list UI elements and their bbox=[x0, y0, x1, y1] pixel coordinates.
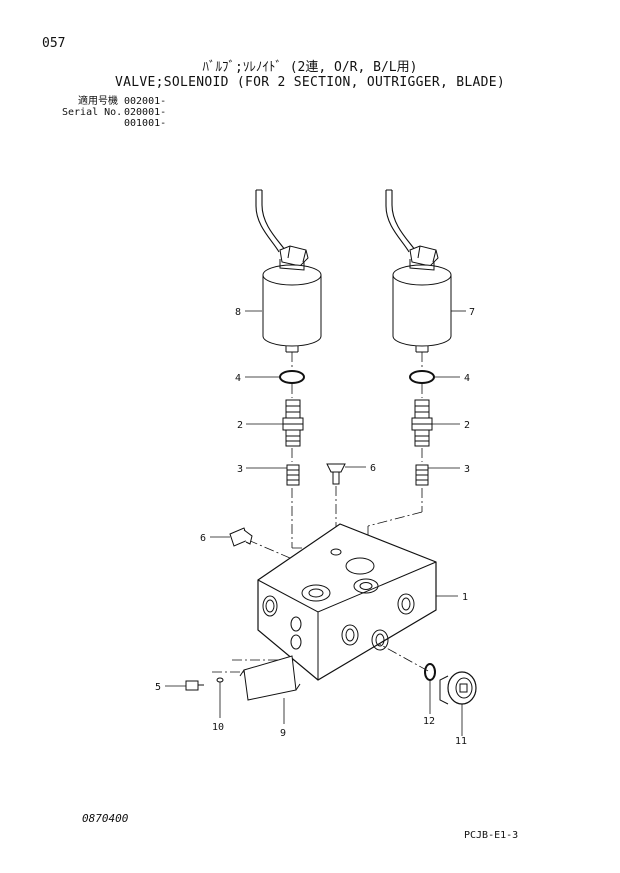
plug-left bbox=[229, 527, 253, 547]
callout-7: 7 bbox=[469, 307, 475, 318]
valve-body bbox=[257, 523, 437, 681]
callout-12: 12 bbox=[423, 716, 435, 727]
page-number: 057 bbox=[42, 36, 66, 51]
callout-4-left: 4 bbox=[235, 373, 241, 384]
drawing-code-right: PCJB-E1-3 bbox=[464, 830, 519, 841]
o-ring-right bbox=[409, 370, 435, 384]
serial-number-2: 020001- bbox=[124, 107, 167, 118]
callout-6-top: 6 bbox=[370, 463, 376, 474]
cartridge-right bbox=[411, 399, 433, 447]
o-ring-left bbox=[279, 370, 305, 384]
bracket bbox=[239, 655, 301, 701]
callout-3-left: 3 bbox=[237, 464, 243, 475]
callout-9: 9 bbox=[280, 728, 286, 739]
serial-block: 適用号機 002001- Serial No.020001- 001001- bbox=[62, 96, 166, 129]
serial-number-1: 002001- bbox=[124, 96, 167, 107]
serial-number-3: 001001- bbox=[124, 118, 167, 129]
drawing-code-left: 0870400 bbox=[82, 812, 129, 825]
callout-5: 5 bbox=[155, 682, 161, 693]
spring-right bbox=[415, 464, 429, 486]
callout-2-left: 2 bbox=[237, 420, 243, 431]
callout-8: 8 bbox=[235, 307, 241, 318]
solenoid-coil-right bbox=[385, 189, 452, 353]
callout-2-right: 2 bbox=[464, 420, 470, 431]
callout-3-right: 3 bbox=[464, 464, 470, 475]
callout-11: 11 bbox=[455, 736, 467, 747]
o-ring-small bbox=[424, 663, 436, 681]
callout-6-left: 6 bbox=[200, 533, 206, 544]
pin bbox=[185, 680, 204, 691]
serial-label-english: Serial No. bbox=[62, 107, 123, 118]
plug-top bbox=[326, 463, 346, 485]
title-english: VALVE;SOLENOID (FOR 2 SECTION, OUTRIGGER… bbox=[114, 75, 506, 90]
callout-4-right: 4 bbox=[464, 373, 470, 384]
title-japanese: ﾊﾞﾙﾌﾞ;ｿﾚﾉｲﾄﾞ (2連, O/R, B/L用) bbox=[202, 60, 418, 75]
callout-10: 10 bbox=[212, 722, 224, 733]
spring-left bbox=[286, 464, 300, 486]
serial-label-japanese: 適用号機 bbox=[78, 96, 118, 107]
callout-1: 1 bbox=[462, 592, 468, 603]
plug-large bbox=[439, 671, 477, 705]
cartridge-left bbox=[282, 399, 304, 447]
washer bbox=[216, 677, 224, 683]
solenoid-coil-left bbox=[255, 189, 322, 353]
